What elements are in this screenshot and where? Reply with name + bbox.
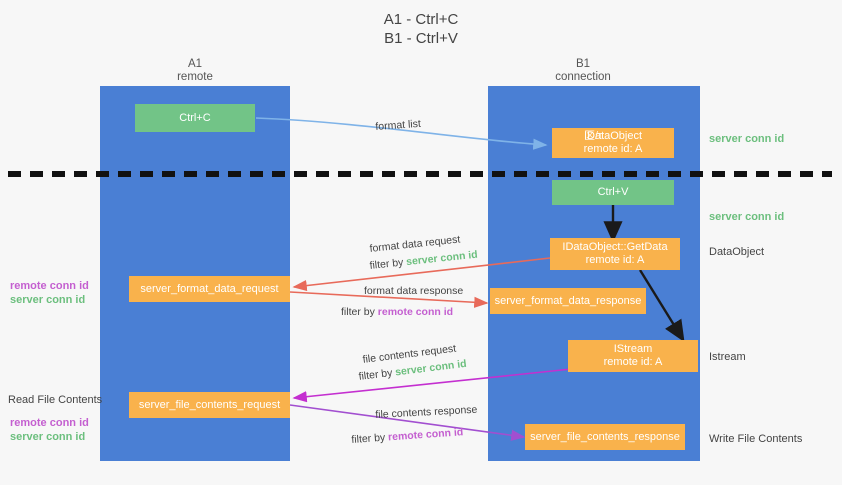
flow-label-format-data-response-text: format data response [364, 285, 464, 297]
box-idataobject-getdata[interactable]: IDataObject::GetData remote id: A [550, 238, 680, 270]
label-server-conn-id-1: server conn id [709, 133, 785, 145]
flow-label-format-data-response: format data response [364, 285, 463, 297]
box-server-format-data-response[interactable]: server_format_data_response [490, 288, 646, 314]
flow-filter-value-3: server conn id [394, 357, 468, 379]
label-server-conn-id-left-2: server conn id [10, 431, 86, 443]
flow-label-format-data-response-filter: filter by remote conn id [341, 306, 453, 318]
flow-filter-value-4: remote conn id [387, 426, 464, 444]
box-idataobject-getdata-label: IDataObject::GetData [562, 241, 668, 253]
box-ole-idataobject-label-wrap: 区/τ IDataObject [584, 130, 642, 143]
box-server-format-data-request-label: server_format_data_request [140, 282, 279, 295]
box-ole-idataobject-sub: remote id: A [583, 143, 643, 155]
diagram-title: A1 - Ctrl+C B1 - Ctrl+V [0, 10, 842, 48]
label-write-file-contents: Write File Contents [709, 433, 803, 445]
flow-label-file-contents-response-text: file contents response [375, 403, 478, 421]
label-read-file-contents: Read File Contents [8, 394, 103, 406]
box-server-format-data-request[interactable]: server_format_data_request [129, 276, 290, 302]
box-ctrl-c-label: Ctrl+C [179, 111, 211, 124]
flow-filter-value-2: remote conn id [377, 306, 454, 318]
flow-filter-prefix-3: filter by [358, 366, 396, 383]
lane-header-a1: A1 remote [100, 58, 290, 84]
label-server-conn-id-2: server conn id [709, 211, 785, 223]
flow-label-file-contents-response: file contents response [375, 404, 478, 421]
box-istream-label: IStream [613, 343, 653, 355]
box-ole-idataobject[interactable]: 区/τ IDataObject remote id: A [552, 128, 674, 158]
lane-b1-title: B1 [575, 58, 591, 70]
label-dataobject: DataObject [709, 246, 765, 258]
box-ctrl-c[interactable]: Ctrl+C [135, 104, 255, 132]
box-istream-sub: remote id: A [603, 356, 663, 368]
box-ctrl-v[interactable]: Ctrl+V [552, 180, 674, 205]
label-conn-pair-1: remote conn id server conn id [10, 279, 89, 307]
flow-filter-prefix-1: filter by [369, 256, 407, 272]
label-remote-conn-id-1: remote conn id [10, 280, 89, 292]
flow-label-format-list: format list [375, 118, 421, 133]
flow-filter-prefix-2: filter by [341, 306, 378, 318]
lane-a1-subtitle: remote [177, 71, 213, 83]
box-ctrl-v-label: Ctrl+V [597, 186, 629, 198]
lane-b1-subtitle: connection [555, 71, 611, 83]
box-istream[interactable]: IStream remote id: A [568, 340, 698, 372]
box-ole-idataobject-label: IDataObject [583, 130, 643, 142]
box-server-file-contents-request-label: server_file_contents_request [138, 398, 281, 411]
title-line-2: B1 - Ctrl+V [384, 30, 458, 47]
box-idataobject-getdata-sub: remote id: A [585, 254, 645, 266]
box-server-file-contents-response-label: server_file_contents_response [530, 430, 680, 443]
flow-filter-value-1: server conn id [405, 248, 479, 269]
lane-header-b1: B1 connection [488, 58, 678, 84]
flow-filter-prefix-4: filter by [351, 431, 389, 446]
box-server-format-data-response-label: server_format_data_response [494, 294, 642, 307]
lane-a1-title: A1 [187, 58, 203, 70]
box-server-file-contents-response[interactable]: server_file_contents_response [525, 424, 685, 450]
flow-label-format-list-text: format list [375, 117, 422, 133]
label-server-conn-id-left-1: server conn id [10, 294, 86, 306]
label-conn-pair-2: remote conn id server conn id [10, 416, 89, 444]
label-remote-conn-id-2: remote conn id [10, 417, 89, 429]
label-istream: Istream [709, 351, 746, 363]
box-ole-idataobject-overlay: 区/τ [583, 130, 603, 142]
flow-label-file-contents-response-filter: filter by remote conn id [351, 426, 464, 446]
box-server-file-contents-request[interactable]: server_file_contents_request [129, 392, 290, 418]
title-line-1: A1 - Ctrl+C [383, 11, 459, 28]
